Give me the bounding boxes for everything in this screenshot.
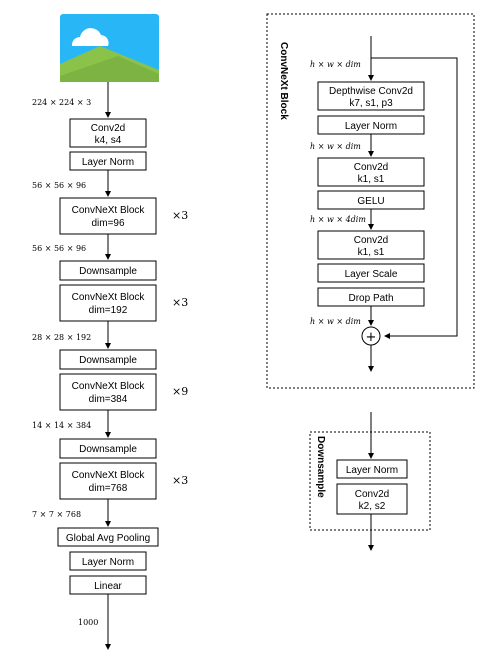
svg-text:dim=768: dim=768 xyxy=(89,483,128,494)
convnext-block-frame xyxy=(266,13,475,389)
svg-text:ConvNeXt Block: ConvNeXt Block xyxy=(72,205,146,216)
svg-text:Drop Path: Drop Path xyxy=(348,293,393,304)
stage4-repeat-label: ×3 xyxy=(172,474,188,487)
stage2-repeat-label: ×3 xyxy=(172,296,188,309)
svg-text:k1, s1: k1, s1 xyxy=(358,247,385,258)
stem-conv-label: Conv2d xyxy=(91,123,125,134)
svg-text:k1, s1: k1, s1 xyxy=(358,174,385,185)
cb-add-node: + xyxy=(361,326,381,346)
cb-dim-out-label: h × w × dim xyxy=(310,317,361,326)
svg-text:Conv2d: Conv2d xyxy=(354,162,388,173)
dim-label-5: 7 × 7 × 768 xyxy=(32,510,81,519)
svg-text:Depthwise Conv2d: Depthwise Conv2d xyxy=(329,86,413,97)
dim-label-3: 28 × 28 × 192 xyxy=(32,333,91,342)
cb-gelu-box: GELU xyxy=(317,190,425,210)
svg-text:Conv2d: Conv2d xyxy=(354,235,388,246)
stage2-convnext-block-box: ConvNeXt Block dim=192 xyxy=(59,284,157,322)
cb-conv-expand-box: Conv2d k1, s1 xyxy=(317,157,425,187)
svg-text:Conv2d: Conv2d xyxy=(355,489,389,500)
stage4-convnext-block-box: ConvNeXt Block dim=768 xyxy=(59,462,157,500)
svg-text:Downsample: Downsample xyxy=(79,444,137,455)
svg-text:Layer Norm: Layer Norm xyxy=(82,557,134,568)
downsample-2-box: Downsample xyxy=(59,349,157,370)
stem-conv-params: k4, s4 xyxy=(95,135,122,146)
cb-layer-norm-box: Layer Norm xyxy=(317,115,425,135)
stage3-repeat-label: ×9 xyxy=(172,385,188,398)
downsample-frame xyxy=(309,431,431,531)
ds-layer-norm-box: Layer Norm xyxy=(336,459,408,479)
dim-label-2: 56 × 56 × 96 xyxy=(32,244,86,253)
dim-label-4: 14 × 14 × 384 xyxy=(32,421,91,430)
svg-text:Downsample: Downsample xyxy=(79,355,137,366)
svg-text:dim=192: dim=192 xyxy=(89,305,128,316)
stem-layer-norm-box: Layer Norm xyxy=(69,151,147,171)
stem-conv-box: Conv2d k4, s4 xyxy=(69,118,147,148)
head-layer-norm-box: Layer Norm xyxy=(69,551,147,571)
stage1-convnext-block-box: ConvNeXt Block dim=96 xyxy=(59,197,157,235)
stage1-repeat-label: ×3 xyxy=(172,209,188,222)
cb-dim-a-label: h × w × dim xyxy=(310,142,361,151)
svg-text:ConvNeXt Block: ConvNeXt Block xyxy=(72,470,146,481)
cb-depthwise-conv-box: Depthwise Conv2d k7, s1, p3 xyxy=(317,81,425,111)
svg-text:Layer Norm: Layer Norm xyxy=(346,465,398,476)
svg-text:ConvNeXt Block: ConvNeXt Block xyxy=(72,381,146,392)
linear-box: Linear xyxy=(69,575,147,595)
cb-dim-b-label: h × w × 4dim xyxy=(310,215,366,224)
input-image-icon xyxy=(60,14,159,82)
svg-text:Layer Norm: Layer Norm xyxy=(345,121,397,132)
svg-text:k2, s2: k2, s2 xyxy=(359,501,386,512)
output-dim-label: 1000 xyxy=(78,618,98,627)
input-dim-label: 224 × 224 × 3 xyxy=(32,98,91,107)
svg-text:dim=384: dim=384 xyxy=(89,394,128,405)
svg-text:dim=96: dim=96 xyxy=(91,218,125,229)
cb-layer-scale-box: Layer Scale xyxy=(317,263,425,283)
svg-text:GELU: GELU xyxy=(357,196,384,207)
downsample-1-box: Downsample xyxy=(59,260,157,281)
svg-text:Downsample: Downsample xyxy=(79,266,137,277)
svg-text:Global Avg Pooling: Global Avg Pooling xyxy=(66,533,150,544)
global-avg-pooling-box: Global Avg Pooling xyxy=(57,527,159,547)
cb-drop-path-box: Drop Path xyxy=(317,287,425,307)
ds-conv-box: Conv2d k2, s2 xyxy=(336,483,408,515)
downsample-title: Downsample xyxy=(315,436,326,498)
convnext-block-title: ConvNeXt Block xyxy=(278,42,289,120)
cb-conv-project-box: Conv2d k1, s1 xyxy=(317,230,425,260)
svg-text:Layer Norm: Layer Norm xyxy=(82,157,134,168)
add-symbol: + xyxy=(366,330,377,345)
svg-text:k7, s1, p3: k7, s1, p3 xyxy=(349,98,393,109)
svg-text:Layer Scale: Layer Scale xyxy=(345,269,398,280)
cb-residual-connection xyxy=(371,57,458,339)
svg-text:ConvNeXt Block: ConvNeXt Block xyxy=(72,292,146,303)
dim-label-1: 56 × 56 × 96 xyxy=(32,181,86,190)
cb-dim-in-label: h × w × dim xyxy=(310,60,361,69)
svg-text:Linear: Linear xyxy=(94,581,122,592)
downsample-3-box: Downsample xyxy=(59,438,157,459)
stage3-convnext-block-box: ConvNeXt Block dim=384 xyxy=(59,373,157,411)
